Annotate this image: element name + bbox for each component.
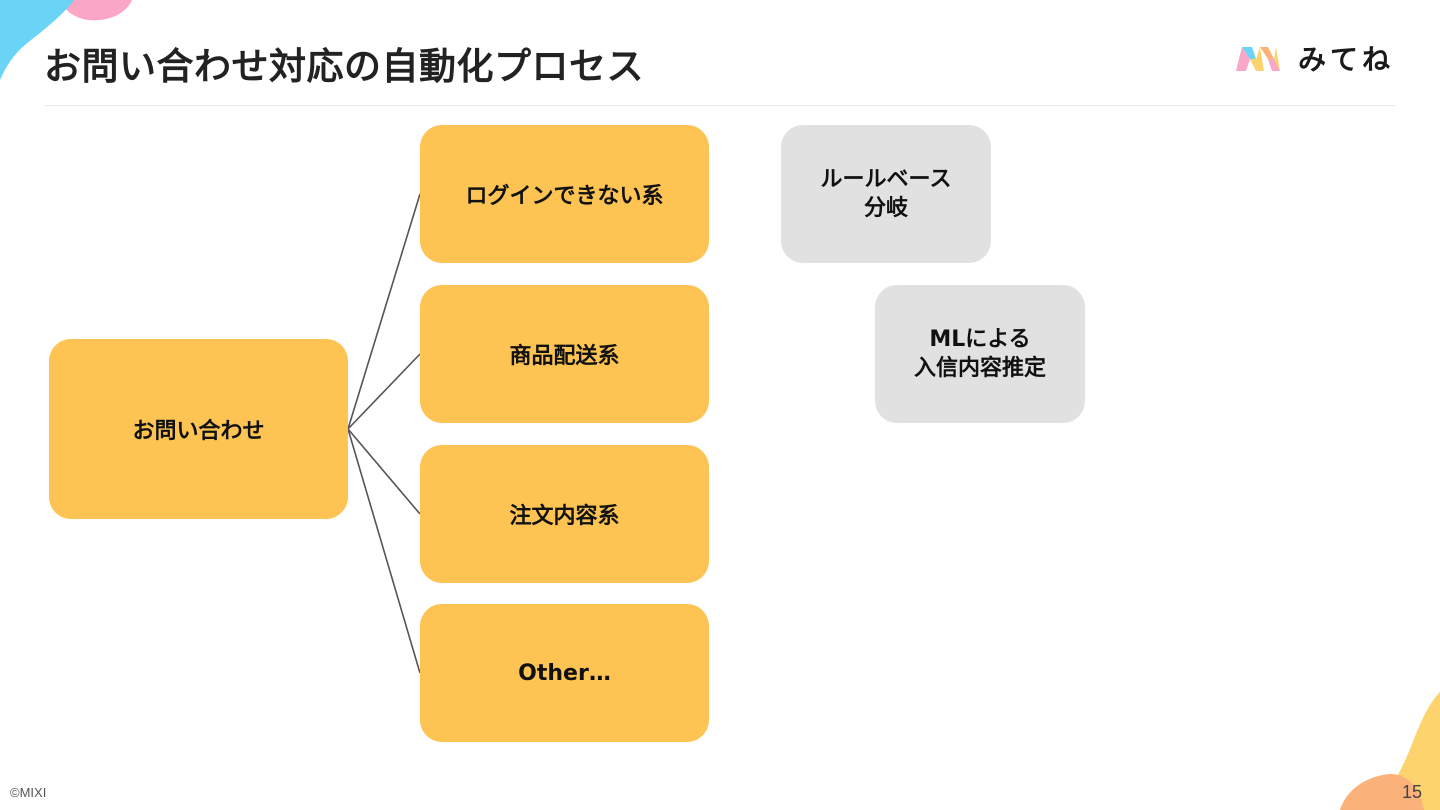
category-node-order: 注文内容系 <box>420 445 709 583</box>
top-left-pink-blob <box>60 0 132 21</box>
bottom-right-orange-blob <box>1340 774 1424 810</box>
connector-order <box>347 428 421 515</box>
category-node-other: Other… <box>420 604 709 742</box>
root-node-label: お問い合わせ <box>132 419 265 444</box>
copyright: ©MIXI <box>10 785 47 800</box>
note-label: MLによる 入信内容推定 <box>913 327 1046 381</box>
note-rule-based: ルールベース 分岐 <box>781 125 991 263</box>
top-left-blue-blob <box>0 0 74 80</box>
bottom-right-yellow-blob <box>1378 692 1440 810</box>
mitene-logo-icon <box>1236 47 1280 71</box>
page-number: 15 <box>1401 782 1422 802</box>
slide-title: お問い合わせ対応の自動化プロセス <box>44 45 644 88</box>
category-label: ログインできない系 <box>465 184 664 209</box>
brand-logo: みてね <box>1234 40 1394 76</box>
category-node-login: ログインできない系 <box>420 125 709 263</box>
note-label: ルールベース 分岐 <box>820 167 952 221</box>
category-label: 商品配送系 <box>509 344 620 369</box>
connector-other <box>347 428 421 674</box>
category-label: 注文内容系 <box>509 504 620 529</box>
root-node-inquiry: お問い合わせ <box>49 339 348 519</box>
connector-login <box>347 193 421 430</box>
logo-text: みてね <box>1298 43 1395 76</box>
connector-shipping <box>347 353 421 430</box>
category-node-shipping: 商品配送系 <box>420 285 709 423</box>
category-label: Other… <box>518 660 611 686</box>
title-divider <box>44 105 1396 106</box>
note-ml-estimation: MLによる 入信内容推定 <box>875 285 1085 423</box>
